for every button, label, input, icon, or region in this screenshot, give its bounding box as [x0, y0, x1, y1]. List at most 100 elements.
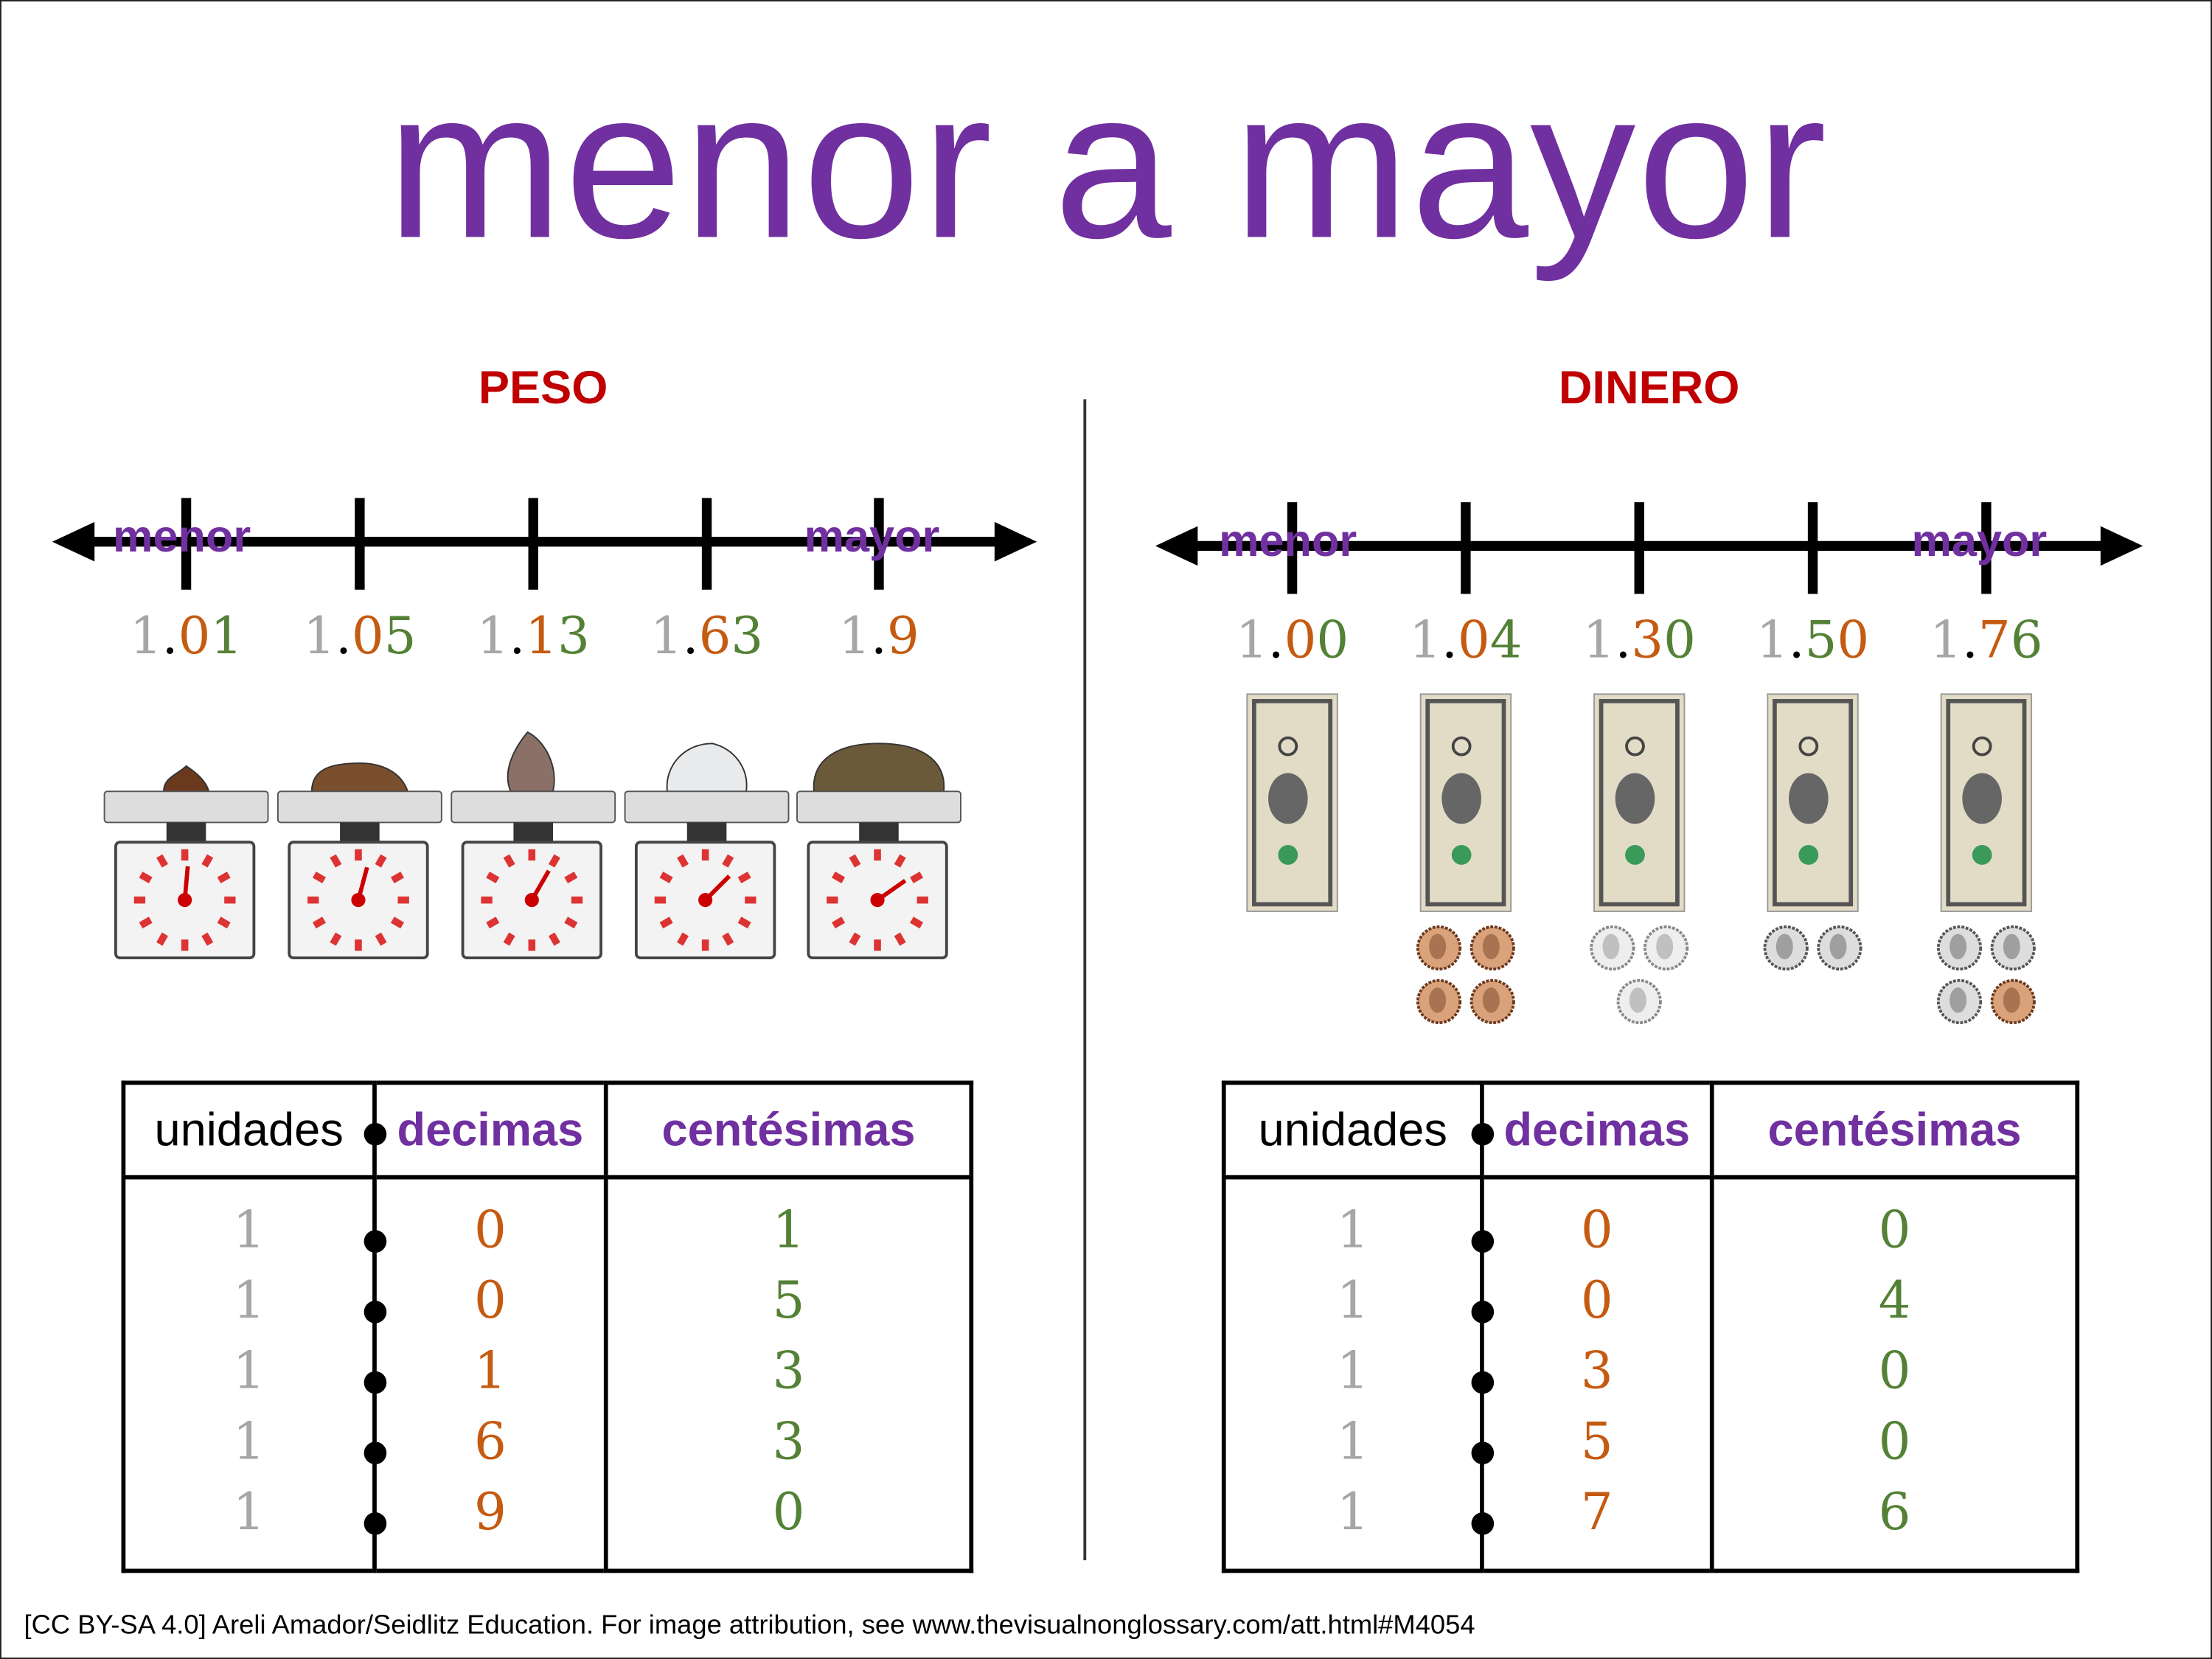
tenths-digit: 5 [1804, 612, 1837, 670]
whole-digit: 1 [1756, 612, 1789, 670]
quarter-coin-icon [1936, 978, 1983, 1025]
penny-coin-icon [1470, 978, 1515, 1025]
decimal-value: 1.76 [1902, 612, 2071, 669]
scale-icon [276, 762, 442, 960]
scale-icon [796, 742, 961, 960]
dime-coin-icon [1643, 925, 1689, 971]
decimal-point-dot [1471, 1371, 1495, 1394]
hundredths-digit: 0 [1837, 612, 1870, 670]
hundredths-digit: 1 [210, 608, 243, 667]
quarter-coin-icon [1936, 925, 1983, 971]
decimal-value: 1.30 [1554, 612, 1724, 669]
dime-coin-icon [1590, 925, 1635, 971]
page-title: menor a mayor [386, 45, 1829, 282]
decimal-point: . [1615, 612, 1632, 670]
decimal-point-dot [1471, 1512, 1495, 1535]
centesimas-cell: 3 [772, 1343, 805, 1401]
decimal-point-dot [364, 1512, 387, 1535]
whole-digit: 1 [838, 608, 871, 667]
hundredths-digit: 3 [731, 608, 764, 667]
scale-icon [624, 742, 790, 960]
decimal-point-dot [364, 1230, 387, 1253]
header-decimas: decimas [1480, 1082, 1712, 1180]
unidades-cell: 1 [232, 1202, 265, 1260]
rock-icon [507, 731, 555, 793]
decimal-value: 1.00 [1208, 612, 1377, 669]
penny-coin-icon [1990, 978, 2036, 1025]
centesimas-cell: 1 [772, 1202, 805, 1260]
centesimas-cell: 0 [1878, 1202, 1911, 1260]
decimal-point: . [870, 608, 887, 667]
header-centesimas: centésimas [1709, 1082, 2078, 1180]
unidades-cell: 1 [1336, 1202, 1369, 1260]
decimal-point-dot [364, 1301, 387, 1324]
decimal-point: . [161, 608, 178, 667]
dollar-bill-icon [1246, 693, 1338, 912]
decimal-point-dot [364, 1441, 387, 1464]
decimas-cell: 0 [1580, 1202, 1613, 1260]
decimal-value: 1.9 [794, 608, 964, 666]
hundredths-digit: 0 [1663, 612, 1696, 670]
decimal-value: 1.01 [102, 608, 271, 666]
decimas-cell: 0 [473, 1202, 507, 1260]
centesimas-cell: 0 [772, 1484, 805, 1543]
decimas-cell: 5 [1580, 1413, 1613, 1472]
quarter-coin-icon [1990, 925, 2036, 971]
decimal-value: 1.05 [275, 608, 445, 666]
dinero-heading: DINERO [1558, 361, 1740, 414]
tenths-digit: 0 [1284, 612, 1317, 670]
decimal-point: . [1441, 612, 1458, 670]
dollar-bill-icon [1940, 693, 2033, 912]
mayor-label: mayor [804, 510, 940, 562]
whole-digit: 1 [1409, 612, 1442, 670]
decimal-point-dot [1471, 1230, 1495, 1253]
unidades-cell: 1 [1336, 1343, 1369, 1401]
whole-digit: 1 [476, 608, 509, 667]
header-unidades: unidades [123, 1082, 375, 1180]
decimal-value: 1.63 [622, 608, 792, 666]
tenths-digit: 0 [178, 608, 211, 667]
decimal-value: 1.04 [1381, 612, 1551, 669]
tenths-digit: 0 [1457, 612, 1490, 670]
mayor-label: mayor [1911, 515, 2048, 566]
dollar-bill-icon [1593, 693, 1686, 912]
header-centesimas: centésimas [603, 1082, 972, 1180]
header-unidades: unidades [1223, 1082, 1482, 1180]
decimal-point: . [1788, 612, 1805, 670]
decimas-cell: 3 [1580, 1343, 1613, 1401]
quarter-coin-icon [1817, 925, 1863, 971]
unidades-cell: 1 [232, 1272, 265, 1331]
hundredths-digit: 0 [1316, 612, 1349, 670]
dinero-number-line [1155, 502, 2143, 594]
rock-icon [666, 742, 748, 793]
rock-icon [813, 742, 945, 793]
rock-icon [310, 762, 409, 793]
decimas-cell: 1 [473, 1343, 507, 1401]
tenths-digit: 7 [1978, 612, 2011, 670]
whole-digit: 1 [650, 608, 683, 667]
whole-digit: 1 [1235, 612, 1268, 670]
tenths-digit: 0 [351, 608, 384, 667]
unidades-cell: 1 [1336, 1413, 1369, 1472]
hundredths-digit: 5 [383, 608, 417, 667]
unidades-cell: 1 [232, 1343, 265, 1401]
arrow-right-icon [2100, 526, 2143, 566]
header-decimas: decimas [372, 1082, 606, 1180]
centesimas-cell: 3 [772, 1413, 805, 1472]
decimal-value: 1.13 [448, 608, 618, 666]
dollar-bill-icon [1767, 693, 1859, 912]
peso-heading: PESO [478, 361, 608, 414]
decimas-cell: 0 [473, 1272, 507, 1331]
decimal-point: . [682, 608, 699, 667]
whole-digit: 1 [303, 608, 335, 667]
arrow-left-icon [1155, 526, 1198, 566]
tenths-digit: 6 [698, 608, 731, 667]
penny-coin-icon [1416, 925, 1462, 971]
centesimas-cell: 6 [1878, 1484, 1911, 1543]
decimal-point-dot [1471, 1301, 1495, 1324]
decimal-point-dot [1471, 1441, 1495, 1464]
centesimas-cell: 5 [772, 1272, 805, 1331]
decimal-point: . [335, 608, 352, 667]
